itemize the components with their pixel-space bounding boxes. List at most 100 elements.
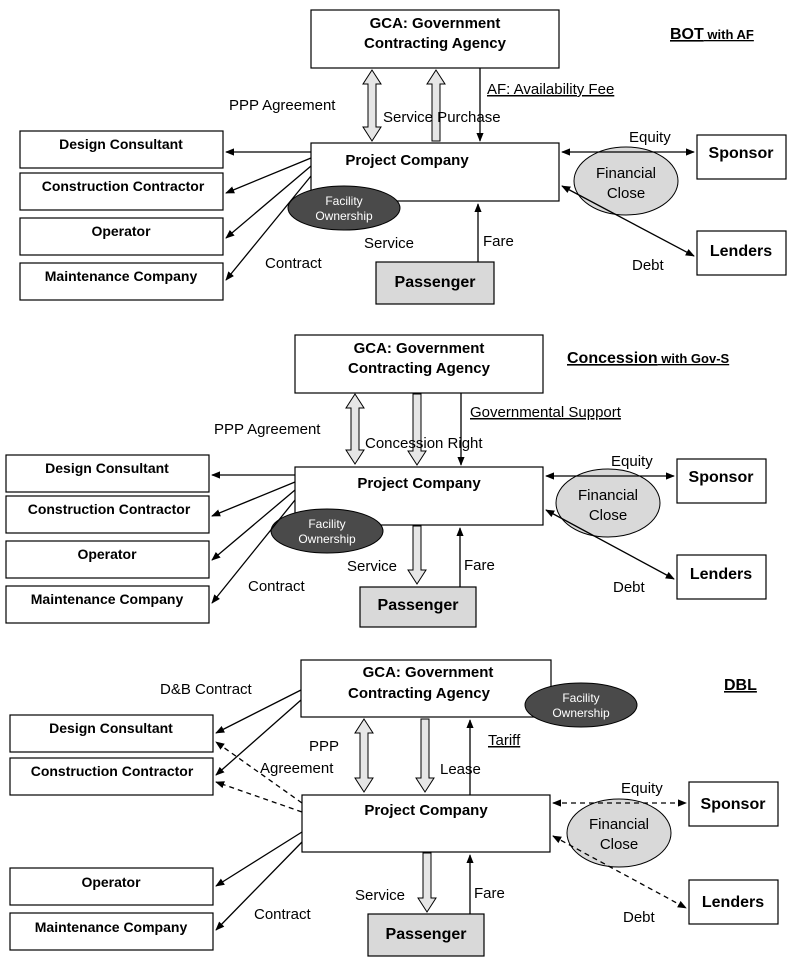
- panel-title: Concession with Gov-S: [567, 350, 730, 367]
- panel-dbl: GCA: Government Contracting Agency DBL F…: [9, 659, 779, 957]
- financial-close-line2: Close: [589, 507, 627, 524]
- gca-box: [300, 659, 552, 718]
- facility-ownership-line2: Ownership: [298, 532, 356, 546]
- design-consultant-box: [9, 714, 214, 753]
- facility-ownership-line1: Facility: [325, 194, 362, 208]
- construction-contractor-label: Construction Contractor: [42, 178, 205, 194]
- contract-label: Contract: [265, 255, 323, 272]
- financial-close-line1: Financial: [578, 487, 638, 504]
- facility-ownership-line2: Ownership: [315, 209, 373, 223]
- passenger-label: Passenger: [395, 274, 476, 291]
- ppp-agreement-arrow: [345, 393, 365, 465]
- debt-label: Debt: [632, 257, 665, 274]
- operator-arrow: [225, 165, 312, 239]
- construction-contractor-box: [19, 172, 224, 211]
- passenger-box: [375, 261, 495, 305]
- service-arrow: [417, 852, 437, 913]
- equity-label: Equity: [629, 129, 671, 146]
- facility-ownership-line1: Facility: [562, 691, 599, 705]
- financial-close-line2: Close: [600, 836, 638, 853]
- sponsor-label: Sponsor: [701, 796, 766, 813]
- project-company-box: [301, 794, 551, 853]
- ppp-agreement-label: PPP Agreement: [229, 97, 336, 114]
- fare-label: Fare: [483, 233, 514, 250]
- gca-label-line1: GCA: Government: [370, 15, 501, 32]
- sponsor-box: [688, 781, 779, 827]
- tariff-label: Tariff: [488, 732, 521, 749]
- contract-label: Contract: [248, 578, 306, 595]
- concession-right-arrow: [407, 393, 427, 466]
- concession-right-label: Concession Right: [365, 435, 483, 452]
- fare-label: Fare: [464, 557, 495, 574]
- design-consultant-label: Design Consultant: [45, 460, 169, 476]
- db-contract-label: D&B Contract: [160, 681, 253, 698]
- panel-concession: GCA: Government Contracting Agency Conce…: [5, 334, 767, 628]
- gca-label-line1: GCA: Government: [363, 664, 494, 681]
- operator-label: Operator: [91, 223, 151, 239]
- construction-contractor-arrow: [211, 481, 296, 517]
- facility-ownership-line2: Ownership: [552, 706, 610, 720]
- financial-close-line1: Financial: [596, 165, 656, 182]
- design-consultant-box: [19, 130, 224, 169]
- construction-contractor-arrow: [225, 157, 312, 194]
- facility-ownership-ellipse: [287, 185, 401, 231]
- gca-label-line2: Contracting Agency: [364, 35, 507, 52]
- passenger-box: [367, 913, 485, 957]
- ppp-agreement-arrow: [354, 718, 374, 793]
- maintenance-company-arrow: [225, 175, 312, 281]
- operator-box: [9, 867, 214, 906]
- service-arrow: [407, 525, 427, 585]
- passenger-label: Passenger: [378, 597, 459, 614]
- db-contract-design-arrow: [215, 689, 302, 734]
- construction-contractor-label: Construction Contractor: [31, 763, 194, 779]
- ppp-agreement-label-line2: Agreement: [260, 760, 334, 777]
- maintenance-company-label: Maintenance Company: [45, 268, 198, 284]
- service-label: Service: [355, 887, 405, 904]
- gca-label-line2: Contracting Agency: [348, 685, 491, 702]
- debt-arrow: [545, 509, 675, 580]
- maintenance-company-arrow: [215, 841, 303, 931]
- sponsor-label: Sponsor: [709, 145, 774, 162]
- equity-label: Equity: [611, 453, 653, 470]
- panel-title: DBL: [724, 677, 757, 694]
- service-label: Service: [364, 235, 414, 252]
- construction-contractor-label: Construction Contractor: [28, 501, 191, 517]
- db-contract-construction-arrow: [215, 699, 302, 776]
- panel-bot: GCA: Government Contracting Agency BOT w…: [19, 9, 787, 305]
- governmental-support-label: Governmental Support: [470, 404, 622, 421]
- sponsor-box: [676, 458, 767, 504]
- sponsor-label: Sponsor: [689, 469, 754, 486]
- passenger-label: Passenger: [386, 926, 467, 943]
- design-consultant-label: Design Consultant: [59, 136, 183, 152]
- sponsor-box: [696, 134, 787, 180]
- contract-label: Contract: [254, 906, 312, 923]
- gca-box: [294, 334, 544, 394]
- lenders-label: Lenders: [710, 243, 772, 260]
- lenders-box: [688, 879, 779, 925]
- debt-arrow: [552, 835, 687, 909]
- operator-box: [19, 217, 224, 256]
- panel-title: BOT with AF: [670, 26, 754, 43]
- maintenance-company-box: [5, 585, 210, 624]
- fare-label: Fare: [474, 885, 505, 902]
- equity-label: Equity: [621, 780, 663, 797]
- gca-label-line2: Contracting Agency: [348, 360, 491, 377]
- lenders-box: [676, 554, 767, 600]
- lease-arrow: [415, 718, 435, 793]
- facility-ownership-line1: Facility: [308, 517, 345, 531]
- maintenance-company-box: [9, 912, 214, 951]
- availability-fee-label: AF: Availability Fee: [487, 81, 614, 98]
- service-label: Service: [347, 558, 397, 575]
- service-purchase-label: Service Purchase: [383, 109, 501, 126]
- project-company-label: Project Company: [357, 475, 481, 492]
- gca-label-line1: GCA: Government: [354, 340, 485, 357]
- ppp-agreement-label: PPP Agreement: [214, 421, 321, 438]
- service-purchase-arrow: [426, 69, 446, 142]
- design-consultant-label: Design Consultant: [49, 720, 173, 736]
- construction-dashed-arrow: [215, 781, 303, 813]
- maintenance-company-box: [19, 262, 224, 301]
- facility-ownership-ellipse: [524, 682, 638, 728]
- design-consultant-box: [5, 454, 210, 493]
- financial-close-line1: Financial: [589, 816, 649, 833]
